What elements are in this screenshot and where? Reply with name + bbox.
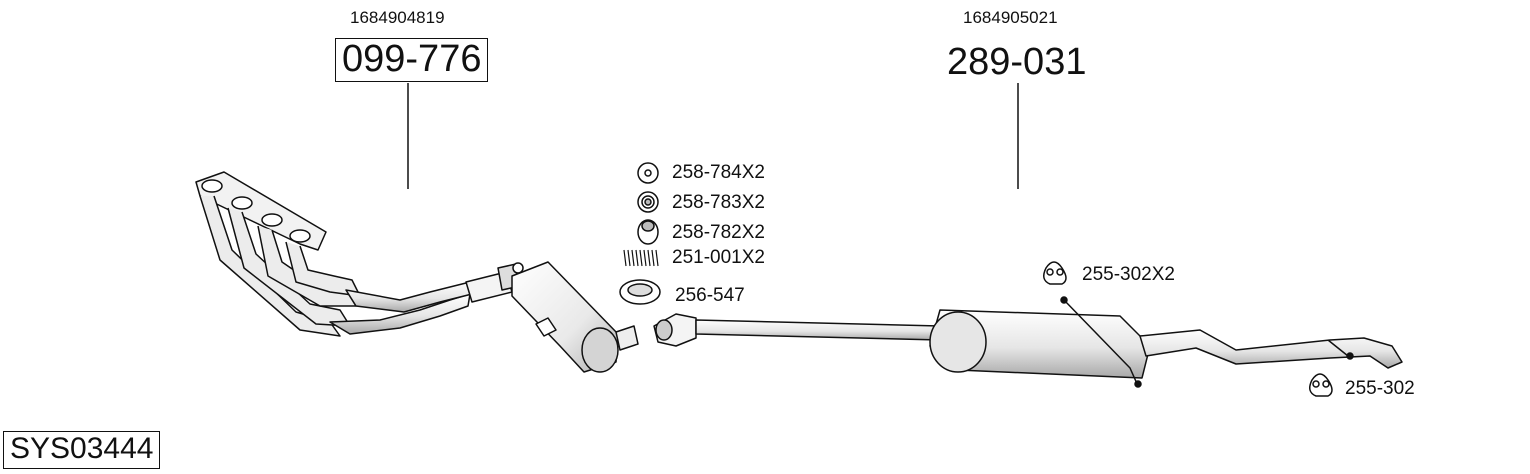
gasket-icon [619, 279, 661, 305]
hanger-a-part-number[interactable]: 255-302X2 [1082, 264, 1175, 285]
hanger-b-icon [1309, 373, 1333, 397]
manifold-part-number[interactable]: 099-776 [335, 38, 489, 82]
ring-b-part-number[interactable]: 258-783X2 [672, 192, 765, 213]
hanger-b-part-number[interactable]: 255-302 [1345, 378, 1415, 399]
rear-silencer-part-number[interactable]: 289-031 [947, 41, 1087, 83]
rear-silencer-oem-number: 1684905021 [963, 8, 1058, 27]
ring-c-icon [637, 219, 659, 245]
ring-b-icon [637, 191, 659, 213]
ring-a-icon [637, 162, 659, 184]
rear-silencer [929, 296, 1403, 388]
ring-a-part-number[interactable]: 258-784X2 [672, 162, 765, 183]
exhaust-manifold [195, 171, 521, 337]
connecting-pipe [653, 313, 941, 347]
gasket-part-number[interactable]: 256-547 [675, 285, 745, 306]
manifold-oem-number: 1684904819 [350, 8, 445, 27]
ring-c-part-number[interactable]: 258-782X2 [672, 222, 765, 243]
spring-part-number[interactable]: 251-001X2 [672, 247, 765, 268]
catalytic-converter [511, 261, 639, 373]
hanger-a-icon [1043, 261, 1067, 285]
spring-icon [623, 249, 659, 267]
system-code: SYS03444 [3, 431, 161, 469]
